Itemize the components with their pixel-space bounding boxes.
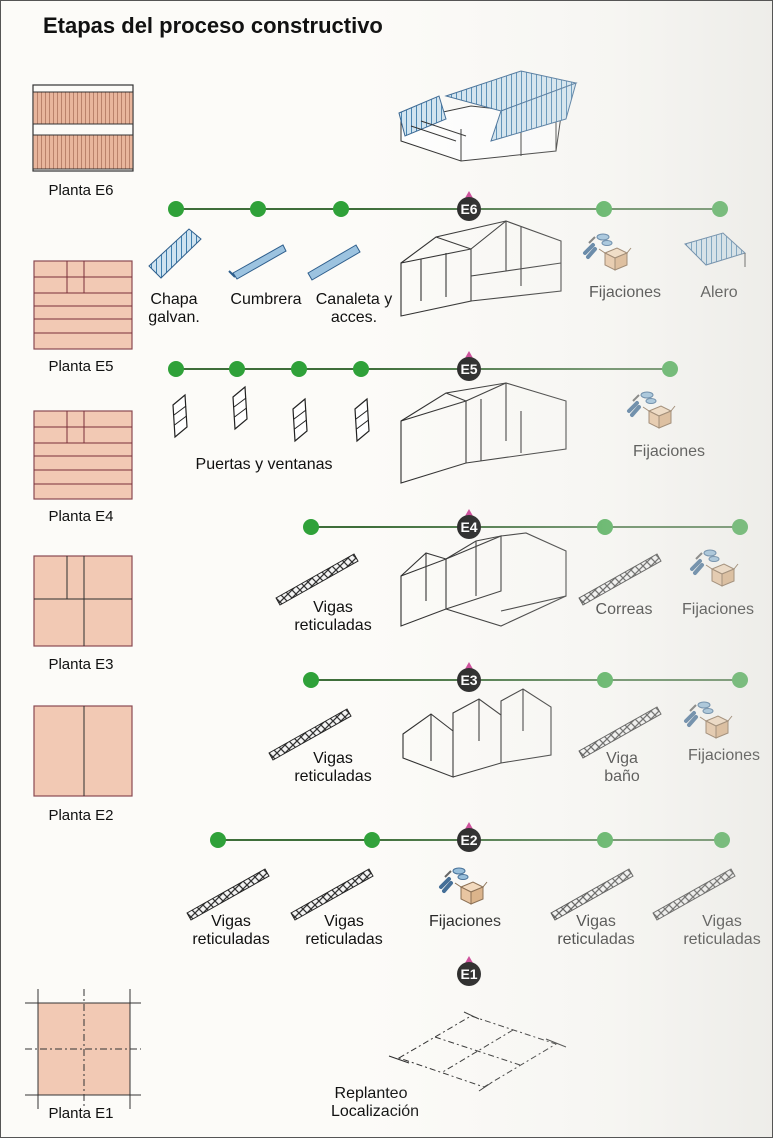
timeline-e4 (303, 519, 748, 535)
item-label-alero: Alero (700, 284, 738, 301)
fasteners-icon (439, 866, 489, 906)
lattice-beam-icon (275, 553, 359, 606)
timeline-e5 (168, 361, 678, 377)
item-label-puertas-ventanas: Puertas y ventanas (195, 456, 333, 473)
frame-e3-drawing (402, 688, 552, 778)
plan-e2-drawing (33, 705, 133, 797)
fasteners-icon (583, 232, 633, 272)
page-title: Etapas del proceso constructivo (43, 13, 383, 38)
timeline-e3 (303, 672, 748, 688)
plan-caption-e6: Planta E6 (48, 182, 114, 199)
item-label-replanteo: Replanteo Localización (331, 1085, 420, 1120)
door-window-icon (292, 398, 308, 442)
plan-caption-e4: Planta E4 (48, 508, 114, 525)
fasteners-icon (690, 548, 740, 588)
plan-e4-drawing (33, 410, 133, 500)
item-label-correas: Correas (595, 601, 653, 618)
item-label-fijaciones-e6: Fijaciones (588, 284, 662, 301)
house-complete-drawing (398, 70, 578, 162)
plan-e1-drawing (25, 989, 141, 1109)
item-label-chapa-galvan: Chapa galvan. (148, 291, 200, 326)
item-label-canaleta: Canaleta y acces. (315, 291, 393, 326)
frame-e5-drawing (400, 382, 567, 484)
frame-e6-drawing (400, 220, 562, 317)
item-label-vigas-e4: Vigas reticuladas (294, 599, 372, 634)
timeline-e6 (168, 201, 728, 217)
frame-e4-drawing (400, 532, 567, 627)
corrugated-sheet-icon (148, 228, 202, 279)
item-label-vigas-e2-4: Vigas reticuladas (683, 913, 761, 948)
item-label-fijaciones-e4: Fijaciones (681, 601, 755, 618)
stage-badge-e2-text: E2 (460, 832, 477, 848)
item-label-fijaciones-e3: Fijaciones (687, 747, 761, 764)
plan-caption-e1: Planta E1 (48, 1105, 114, 1122)
stage-badge-e1-text: E1 (460, 966, 477, 982)
door-window-icon (232, 386, 248, 430)
item-label-vigas-e2-2: Vigas reticuladas (305, 913, 383, 948)
fasteners-icon (627, 390, 677, 430)
item-label-cumbrera: Cumbrera (230, 291, 302, 308)
door-window-icon (354, 398, 370, 442)
item-label-vigas-e3: Vigas reticuladas (294, 750, 372, 785)
item-label-vigas-e2-1: Vigas reticuladas (192, 913, 270, 948)
stage-badge-e6-text: E6 (460, 201, 477, 217)
layout-grid-drawing (388, 1011, 567, 1092)
plan-caption-e5: Planta E5 (48, 358, 114, 375)
gutter-icon (307, 244, 361, 281)
stage-badge-e5-text: E5 (460, 361, 477, 377)
lattice-beam-icon (578, 553, 662, 606)
ridge-cap-icon (228, 244, 287, 280)
plan-caption-e2: Planta E2 (48, 807, 114, 824)
plan-e6-drawing (32, 84, 134, 172)
plan-e5-drawing (33, 260, 133, 350)
eave-icon (684, 232, 746, 267)
item-label-fijaciones-e5: Fijaciones (632, 443, 706, 460)
item-label-vigas-e2-3: Vigas reticuladas (557, 913, 635, 948)
door-window-icon (172, 394, 188, 438)
fasteners-icon (684, 700, 734, 740)
plan-caption-e3: Planta E3 (48, 656, 114, 673)
item-label-fijaciones-e2: Fijaciones (428, 913, 502, 930)
plan-e3-drawing (33, 555, 133, 647)
stage-badge-e4-text: E4 (460, 519, 477, 535)
item-label-viga-bano: Viga baño (604, 750, 640, 785)
stage-badge-e3-text: E3 (460, 672, 477, 688)
